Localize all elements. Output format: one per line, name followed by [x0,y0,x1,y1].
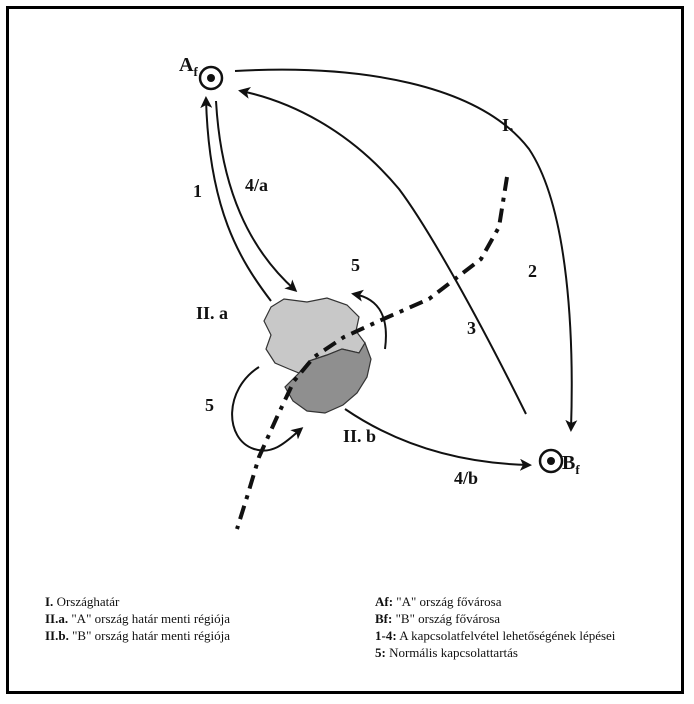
legend-item-region-b: II.b. "B" ország határ menti régiója [45,628,231,643]
legend-item-steps: 1-4: A kapcsolatfelvétel lehetőségének l… [375,628,616,643]
label-arrow-4a: 4/a [245,175,268,195]
label-arrow-2: 2 [528,261,537,281]
label-arrow-5-top: 5 [351,255,360,275]
region-b-shape [284,341,372,414]
legend-item-normal: 5: Normális kapcsolattartás [375,645,518,660]
arrow-4b [344,408,532,471]
legend-item-af: Af: "A" ország fővárosa [375,594,502,609]
label-region-a: II. a [196,303,228,323]
legend-item-region-a: II.a. "A" ország határ menti régiója [45,611,230,626]
capital-bf-icon [538,448,564,474]
diagram-canvas: Af Bf I. II. a II. b 1 4/a 2 3 4/b 5 5 [179,54,580,530]
border-line [235,176,509,530]
label-arrow-1: 1 [193,181,202,201]
label-border: I. [502,115,514,135]
label-bf: Bf [562,452,580,477]
legend-item-bf: Bf: "B" ország fővárosa [375,611,501,626]
arrow-3 [238,86,527,415]
label-af: Af [179,54,198,79]
label-arrow-3: 3 [467,318,476,338]
arrow-5-top [351,289,387,350]
label-region-b: II. b [343,426,376,446]
legend-left-column: I. Országhatár II.a. "A" ország határ me… [45,593,335,644]
label-arrow-5-left: 5 [205,395,214,415]
legend: I. Országhatár II.a. "A" ország határ me… [45,593,685,693]
legend-item-border: I. Országhatár [45,594,120,609]
figure-frame: Af Bf I. II. a II. b 1 4/a 2 3 4/b 5 5 I… [6,6,684,694]
arrow-2 [234,68,578,432]
capital-af-icon [198,65,224,91]
legend-right-column: Af: "A" ország fővárosa Bf: "B" ország f… [375,593,694,661]
label-arrow-4b: 4/b [454,468,478,488]
arrow-1 [200,96,272,302]
arrow-4a [215,100,298,292]
arrow-5-left [231,366,304,452]
